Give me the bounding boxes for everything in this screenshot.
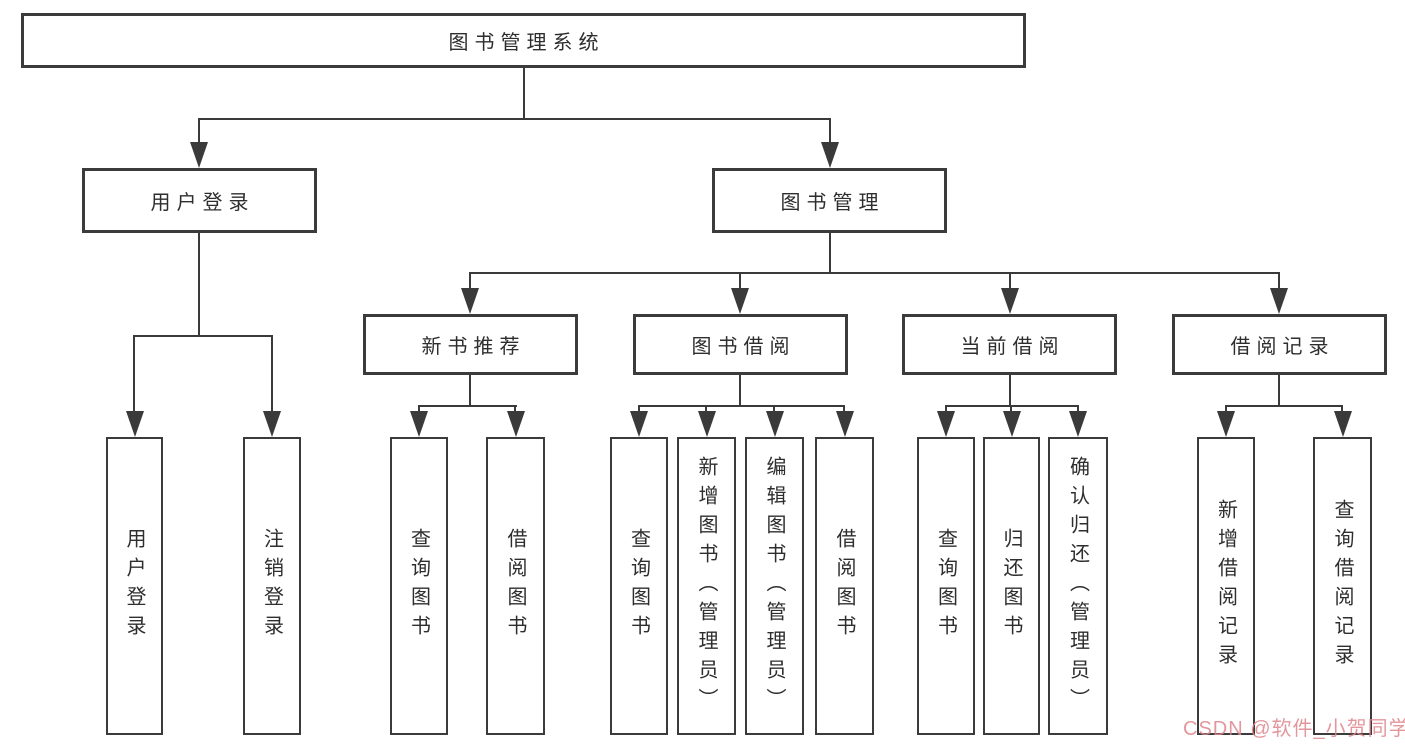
arrowhead-down-icon (766, 411, 784, 437)
node-current-borrow-label: 当前借阅 (960, 336, 1065, 358)
arrowhead-down-icon (263, 411, 281, 437)
leaf-borrow-books: 借阅图书 (815, 437, 874, 735)
node-borrow-records: 借阅记录 (1172, 314, 1387, 375)
arrowhead-down-icon (731, 288, 749, 314)
arrowhead-down-icon (507, 411, 525, 437)
node-new-book-rec-label: 新书推荐 (421, 336, 526, 358)
leaf-rec-query-books-label: 查询图书 (407, 528, 430, 644)
arrowhead-down-icon (698, 411, 716, 437)
leaf-add-borrow-record: 新增借阅记录 (1197, 437, 1255, 735)
leaf-rec-query-books: 查询图书 (390, 437, 448, 735)
leaf-user-login: 用户登录 (106, 437, 163, 735)
leaf-add-borrow-record-label: 新增借阅记录 (1214, 499, 1237, 673)
leaf-current-query-books-label: 查询图书 (934, 528, 957, 644)
node-book-mgmt: 图书管理 (712, 168, 947, 233)
arrowhead-down-icon (410, 411, 428, 437)
arrowhead-down-icon (1270, 288, 1288, 314)
arrowhead-down-icon (190, 142, 208, 168)
arrowhead-down-icon (937, 411, 955, 437)
leaf-return-books: 归还图书 (983, 437, 1040, 735)
node-user-login-label: 用户登录 (150, 192, 255, 214)
node-borrow-records-label: 借阅记录 (1230, 336, 1335, 358)
leaf-borrow-query-books: 查询图书 (610, 437, 668, 735)
leaf-query-borrow-record-label: 查询借阅记录 (1331, 499, 1353, 673)
csdn-watermark: CSDN @软件_小贺同学 (1183, 718, 1405, 740)
node-root-label: 图书管理系统 (448, 32, 605, 54)
leaf-rec-borrow-books: 借阅图书 (486, 437, 545, 735)
arrowhead-down-icon (821, 142, 839, 168)
leaf-borrow-query-books-label: 查询图书 (627, 528, 650, 644)
arrowhead-down-icon (126, 411, 144, 437)
node-book-borrow-label: 图书借阅 (691, 336, 796, 358)
leaf-user-login-label: 用户登录 (123, 528, 145, 644)
leaf-confirm-return-admin: 确认归还（管理员） (1048, 437, 1108, 735)
node-root: 图书管理系统 (21, 13, 1026, 68)
leaf-rec-borrow-books-label: 借阅图书 (504, 528, 526, 644)
leaf-query-borrow-record: 查询借阅记录 (1313, 437, 1372, 735)
node-new-book-rec: 新书推荐 (363, 314, 578, 375)
node-book-mgmt-label: 图书管理 (780, 192, 885, 214)
node-current-borrow: 当前借阅 (902, 314, 1117, 375)
arrowhead-down-icon (836, 411, 854, 437)
arrowhead-down-icon (1069, 411, 1087, 437)
leaf-add-books-admin-label: 新增图书（管理员） (695, 455, 717, 717)
arrowhead-down-icon (1003, 411, 1021, 437)
leaf-return-books-label: 归还图书 (1000, 528, 1022, 644)
arrowhead-down-icon (1217, 411, 1235, 437)
leaf-confirm-return-admin-label: 确认归还（管理员） (1066, 455, 1089, 717)
leaf-edit-books-admin-label: 编辑图书（管理员） (763, 455, 785, 717)
leaf-logout: 注销登录 (243, 437, 301, 735)
leaf-edit-books-admin: 编辑图书（管理员） (745, 437, 804, 735)
leaf-current-query-books: 查询图书 (917, 437, 975, 735)
arrowhead-down-icon (461, 288, 479, 314)
node-book-borrow: 图书借阅 (633, 314, 848, 375)
leaf-add-books-admin: 新增图书（管理员） (677, 437, 736, 735)
arrowhead-down-icon (630, 411, 648, 437)
arrowhead-down-icon (1334, 411, 1352, 437)
node-user-login: 用户登录 (82, 168, 317, 233)
arrowhead-down-icon (1001, 288, 1019, 314)
leaf-logout-label: 注销登录 (260, 528, 283, 644)
leaf-borrow-books-label: 借阅图书 (833, 528, 855, 644)
